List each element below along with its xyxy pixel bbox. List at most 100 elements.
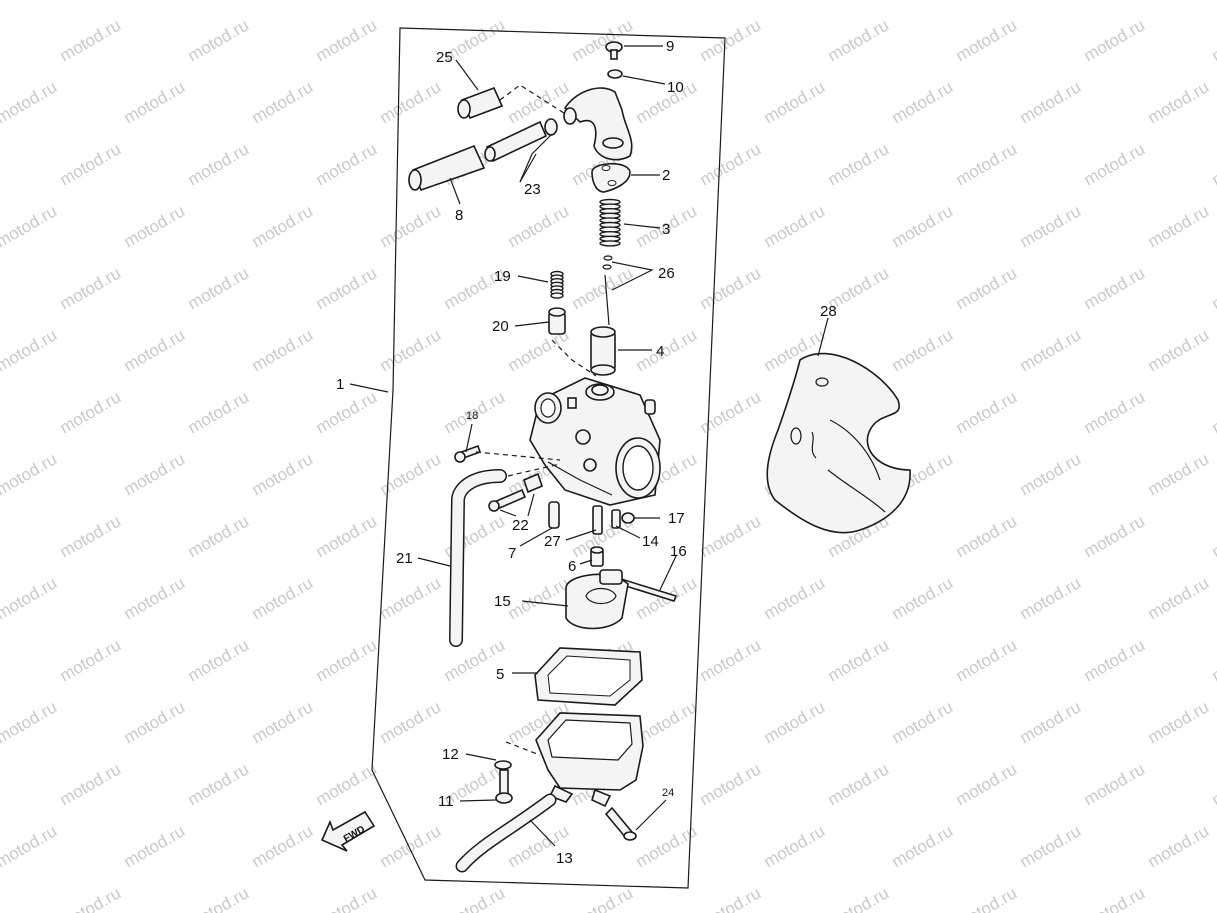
watermark-text: motod.ru bbox=[889, 77, 957, 127]
watermark-text: motod.ru bbox=[1145, 77, 1213, 127]
watermark-text: motod.ru bbox=[697, 883, 765, 913]
part-cap-8 bbox=[408, 144, 486, 192]
watermark-text: motod.ru bbox=[825, 139, 893, 189]
watermark-text: motod.ru bbox=[1209, 15, 1217, 65]
watermark-text: motod.ru bbox=[889, 821, 957, 871]
callout-13: 13 bbox=[556, 850, 573, 867]
part-screw-11 bbox=[495, 769, 513, 804]
watermark-text: motod.ru bbox=[1145, 449, 1213, 499]
spring-coil bbox=[550, 292, 564, 299]
watermark-text: motod.ru bbox=[377, 573, 445, 623]
watermark-text: motod.ru bbox=[953, 387, 1021, 437]
part-main-jet-6 bbox=[590, 546, 604, 567]
watermark-text: motod.ru bbox=[889, 573, 957, 623]
watermark-text: motod.ru bbox=[761, 77, 829, 127]
watermark-text: motod.ru bbox=[377, 0, 445, 3]
watermark-text: motod.ru bbox=[697, 635, 765, 685]
watermark-text: motod.ru bbox=[697, 263, 765, 313]
watermark-text: motod.ru bbox=[1017, 0, 1085, 3]
callout-16: 16 bbox=[670, 543, 687, 560]
watermark-text: motod.ru bbox=[121, 821, 189, 871]
watermark-text: motod.ru bbox=[889, 697, 957, 747]
watermark-text: motod.ru bbox=[377, 201, 445, 251]
watermark-text: motod.ru bbox=[185, 635, 253, 685]
watermark-text: motod.ru bbox=[825, 759, 893, 809]
watermark-text: motod.ru bbox=[249, 821, 317, 871]
watermark-text: motod.ru bbox=[121, 697, 189, 747]
callout-10: 10 bbox=[667, 79, 684, 96]
watermark-text: motod.ru bbox=[185, 511, 253, 561]
watermark-text: motod.ru bbox=[1081, 635, 1149, 685]
watermark-text: motod.ru bbox=[569, 263, 637, 313]
callout-25: 25 bbox=[436, 49, 453, 66]
callout-19: 19 bbox=[494, 268, 511, 285]
callout-23: 23 bbox=[524, 181, 541, 198]
part-spring-19 bbox=[550, 270, 564, 299]
watermark-text: motod.ru bbox=[1017, 201, 1085, 251]
watermark-text: motod.ru bbox=[0, 201, 60, 251]
watermark-text: motod.ru bbox=[249, 697, 317, 747]
watermark-text: motod.ru bbox=[761, 201, 829, 251]
part-screw-18 bbox=[454, 444, 482, 463]
watermark-text: motod.ru bbox=[377, 697, 445, 747]
watermark-text: motod.ru bbox=[1145, 697, 1213, 747]
watermark-text: motod.ru bbox=[313, 139, 381, 189]
watermark-text: motod.ru bbox=[889, 201, 957, 251]
watermark-text: motod.ru bbox=[57, 883, 125, 913]
watermark-text: motod.ru bbox=[697, 759, 765, 809]
watermark-text: motod.ru bbox=[953, 635, 1021, 685]
watermark-text: motod.ru bbox=[0, 0, 60, 3]
watermark-text: motod.ru bbox=[953, 511, 1021, 561]
part-cylinder-20 bbox=[548, 307, 566, 335]
watermark-text: motod.ru bbox=[1209, 759, 1217, 809]
watermark-text: motod.ru bbox=[1081, 15, 1149, 65]
watermark-text: motod.ru bbox=[313, 635, 381, 685]
callout-12: 12 bbox=[442, 746, 459, 763]
watermark-text: motod.ru bbox=[569, 15, 637, 65]
watermark-text: motod.ru bbox=[313, 759, 381, 809]
watermark-text: motod.ru bbox=[249, 449, 317, 499]
watermark-text: motod.ru bbox=[505, 201, 573, 251]
part-float-bowl bbox=[535, 712, 644, 808]
part-jet-27 bbox=[592, 505, 603, 535]
watermark-text: motod.ru bbox=[57, 759, 125, 809]
watermark-text: motod.ru bbox=[185, 387, 253, 437]
watermark-text: motod.ru bbox=[313, 883, 381, 913]
part-cap-25 bbox=[457, 86, 504, 120]
watermark-text: motod.ru bbox=[0, 697, 60, 747]
watermark-text: motod.ru bbox=[185, 139, 253, 189]
watermark-text: motod.ru bbox=[57, 387, 125, 437]
watermark-text: motod.ru bbox=[1209, 883, 1217, 913]
watermark-text: motod.ru bbox=[1209, 387, 1217, 437]
part-plate-2 bbox=[591, 162, 631, 193]
part-jet-7 bbox=[548, 501, 560, 529]
callout-labels: 9 10 25 2 23 8 3 26 19 20 4 1 18 17 22 2… bbox=[336, 38, 837, 867]
watermark-text: motod.ru bbox=[57, 511, 125, 561]
watermark-text: motod.ru bbox=[1081, 263, 1149, 313]
watermark-text: motod.ru bbox=[953, 883, 1021, 913]
callout-2: 2 bbox=[662, 167, 670, 184]
watermark-text: motod.ru bbox=[121, 573, 189, 623]
watermark-text: motod.ru bbox=[249, 0, 317, 3]
callout-24: 24 bbox=[662, 787, 674, 799]
callout-8: 8 bbox=[455, 207, 463, 224]
watermark-text: motod.ru bbox=[313, 15, 381, 65]
watermark-text: motod.ru bbox=[57, 15, 125, 65]
watermark-text: motod.ru bbox=[1017, 77, 1085, 127]
part-gasket-5 bbox=[534, 647, 643, 706]
fwd-arrow: FWD bbox=[320, 810, 376, 852]
watermark-text: motod.ru bbox=[761, 0, 829, 3]
part-washer-10 bbox=[607, 69, 623, 79]
watermark-text: motod.ru bbox=[57, 635, 125, 685]
watermark-text: motod.ru bbox=[1017, 573, 1085, 623]
watermark-text: motod.ru bbox=[1017, 697, 1085, 747]
watermark-text: motod.ru bbox=[313, 387, 381, 437]
watermark-text: motod.ru bbox=[569, 883, 637, 913]
watermark-text: motod.ru bbox=[1145, 821, 1213, 871]
watermark-text: motod.ru bbox=[185, 759, 253, 809]
watermark-text: motod.ru bbox=[313, 263, 381, 313]
callout-5: 5 bbox=[496, 666, 504, 683]
part-throttle-valve-4 bbox=[590, 326, 616, 376]
watermark-text: motod.ru bbox=[953, 15, 1021, 65]
callout-11: 11 bbox=[438, 793, 454, 810]
